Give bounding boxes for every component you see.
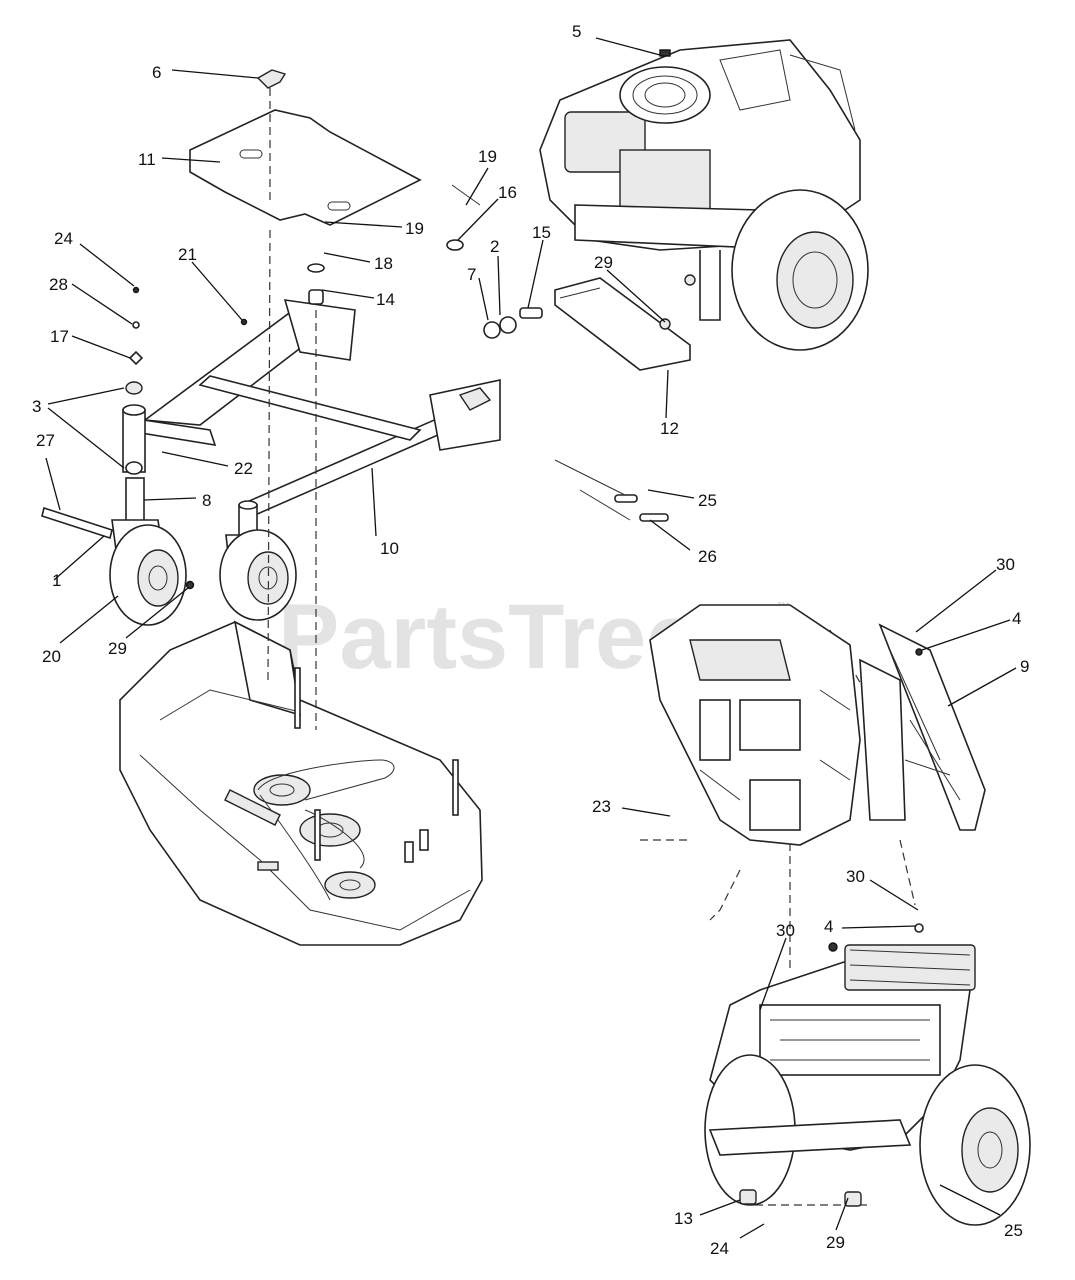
callout-labels: 5 6 11 19 16 19 18 24 21 2 15 29 28 14 1… xyxy=(32,22,1029,1258)
callout-25-bottom: 25 xyxy=(1004,1221,1023,1240)
callout-1: 1 xyxy=(52,571,61,590)
callout-7: 7 xyxy=(467,265,476,284)
callout-22: 22 xyxy=(234,459,253,478)
callout-30-left: 30 xyxy=(776,921,795,940)
callout-30-top: 30 xyxy=(996,555,1015,574)
callout-18: 18 xyxy=(374,254,393,273)
callout-29-bottom: 29 xyxy=(826,1233,845,1252)
callout-12: 12 xyxy=(660,419,679,438)
callout-8: 8 xyxy=(202,491,211,510)
watermark-text: PartsTree xyxy=(278,586,697,688)
callout-26: 26 xyxy=(698,547,717,566)
callout-10: 10 xyxy=(380,539,399,558)
hardware-small-parts xyxy=(125,184,669,522)
callout-25-mid: 25 xyxy=(698,491,717,510)
callout-24-bottom: 24 xyxy=(710,1239,729,1258)
callout-2: 2 xyxy=(490,237,499,256)
callout-4-mid: 4 xyxy=(824,917,833,936)
callout-29-left: 29 xyxy=(108,639,127,658)
callout-11: 11 xyxy=(138,150,156,169)
watermark: PartsTree ™ xyxy=(278,586,790,688)
mower-deck xyxy=(119,620,483,946)
caster-wheel-right xyxy=(219,529,297,621)
caster-wheel-left xyxy=(41,477,195,626)
callout-4-top: 4 xyxy=(1012,609,1021,628)
engine-assembly-top xyxy=(539,39,869,351)
callout-6: 6 xyxy=(152,63,161,82)
callout-29-top: 29 xyxy=(594,253,613,272)
callout-19-mid: 19 xyxy=(405,219,424,238)
callout-5: 5 xyxy=(572,22,581,41)
callout-27: 27 xyxy=(36,431,55,450)
plate-11 xyxy=(189,69,422,226)
callout-17: 17 xyxy=(50,327,69,346)
callout-16: 16 xyxy=(498,183,517,202)
callout-20: 20 xyxy=(42,647,61,666)
callout-21: 21 xyxy=(178,245,197,264)
callout-28: 28 xyxy=(49,275,68,294)
leader-lines xyxy=(45,37,1017,1239)
callout-23: 23 xyxy=(592,797,611,816)
callout-30-mid: 30 xyxy=(846,867,865,886)
callout-14: 14 xyxy=(376,290,395,309)
callout-3: 3 xyxy=(32,397,41,416)
callout-13: 13 xyxy=(674,1209,693,1228)
mower-body-bottom xyxy=(704,923,1031,1226)
transmission-assembly xyxy=(649,604,986,846)
frame-10 xyxy=(122,299,501,546)
callout-9: 9 xyxy=(1020,657,1029,676)
callout-15: 15 xyxy=(532,223,551,242)
bracket-12 xyxy=(554,274,696,371)
callout-19-top: 19 xyxy=(478,147,497,166)
callout-24-left: 24 xyxy=(54,229,73,248)
